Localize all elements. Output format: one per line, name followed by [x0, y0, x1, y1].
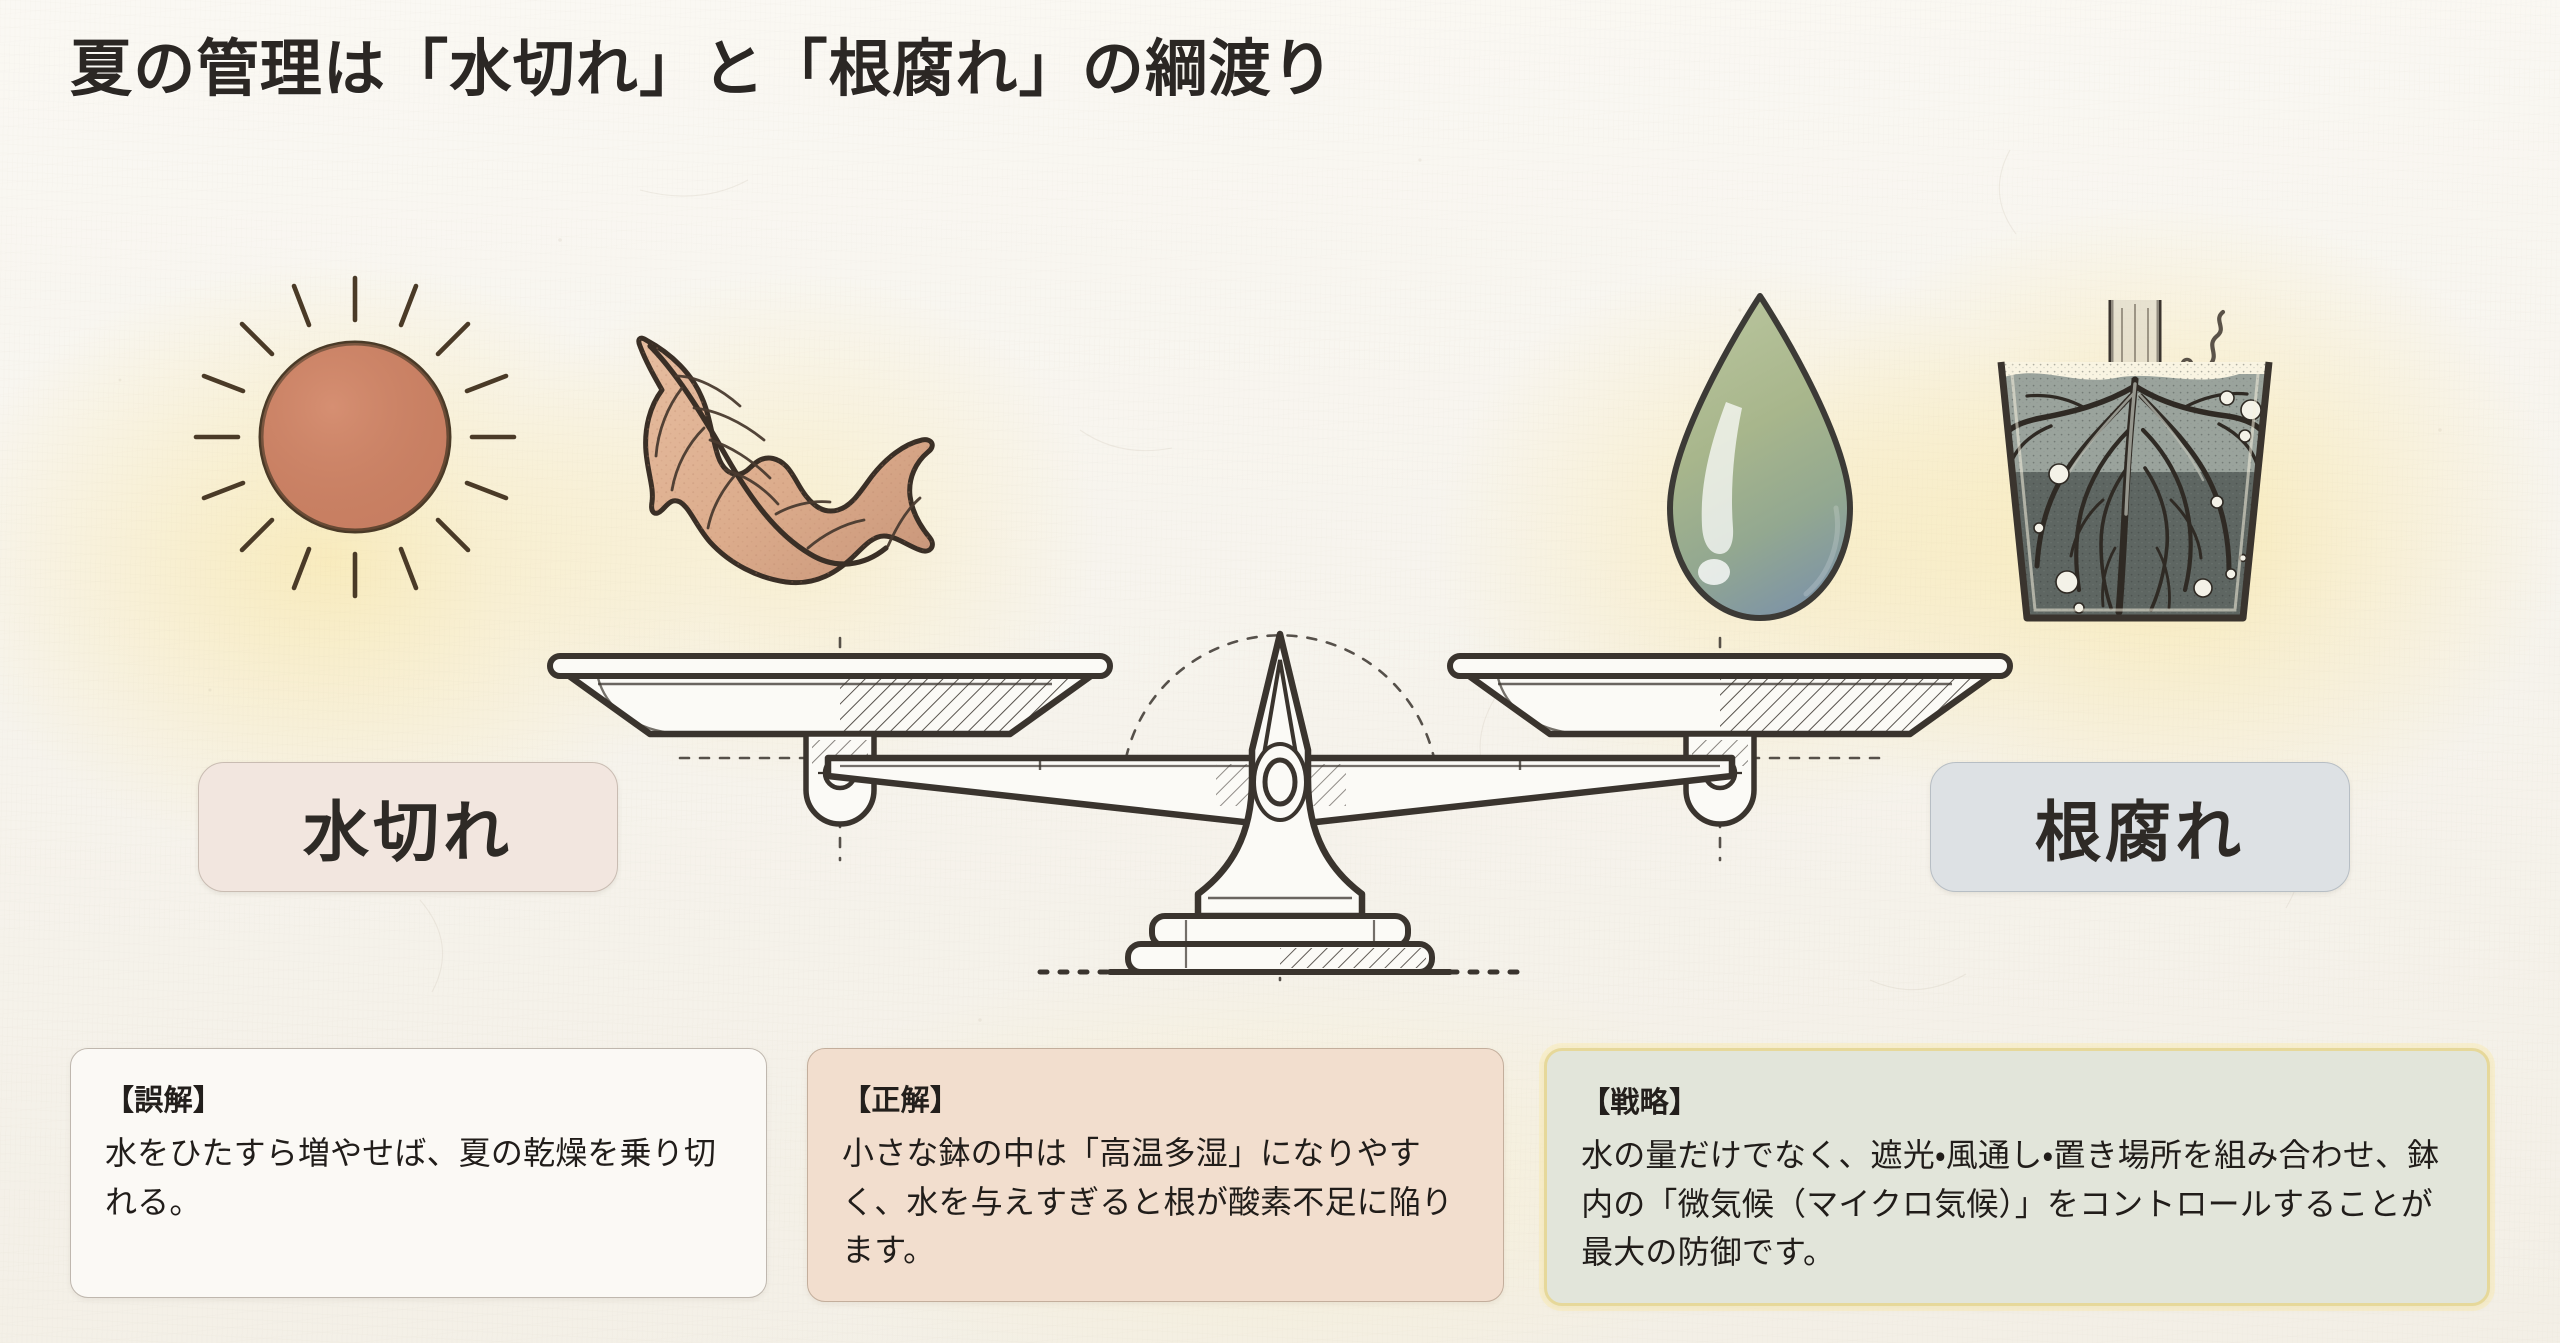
scale-column — [1194, 630, 1366, 920]
label-pill-root-rot: 根腐れ — [1930, 762, 2350, 892]
note-body-truth: 小さな鉢の中は「高温多湿」になりやすく、水を与えすぎると根が酸素不足に陥ります。 — [842, 1135, 1454, 1269]
note-card-strategy: 【戦略】 水の量だけでなく、遮光・風通し・置き場所を組み合わせ、鉢内の「微気候（… — [1544, 1048, 2490, 1306]
note-card-row: 【誤解】 水をひたすら増やせば、夏の乾燥を乗り切れる。 【正解】 小さな鉢の中は… — [0, 1048, 2560, 1343]
waterlogged-root-pot-icon — [1955, 300, 2315, 650]
note-card-misconception: 【誤解】 水をひたすら増やせば、夏の乾燥を乗り切れる。 — [70, 1048, 768, 1298]
note-head-truth: 【正解】 — [842, 1085, 960, 1117]
label-pill-water-shortage: 水切れ — [198, 762, 618, 892]
wilted-leaf-icon — [610, 310, 990, 610]
note-body-strategy: 水の量だけでなく、遮光・風通し・置き場所を組み合わせ、鉢内の「微気候（マイクロ気… — [1581, 1137, 2440, 1271]
note-body-misconception: 水をひたすら増やせば、夏の乾燥を乗り切れる。 — [105, 1135, 717, 1220]
scale-pan-right — [1447, 653, 2013, 827]
page-title: 夏の管理は「水切れ」と「根腐れ」の綱渡り — [70, 36, 1335, 104]
scale-pan-left — [547, 653, 1113, 827]
note-head-misconception: 【誤解】 — [105, 1085, 223, 1117]
odor-squiggle — [2180, 309, 2226, 371]
water-droplet-icon — [1630, 282, 1890, 652]
scale-base — [1125, 913, 1435, 975]
sun-icon — [190, 272, 520, 602]
balance-scale — [540, 616, 2020, 990]
note-head-strategy: 【戦略】 — [1581, 1087, 1699, 1119]
note-card-truth: 【正解】 小さな鉢の中は「高温多湿」になりやすく、水を与えすぎると根が酸素不足に… — [807, 1048, 1505, 1302]
